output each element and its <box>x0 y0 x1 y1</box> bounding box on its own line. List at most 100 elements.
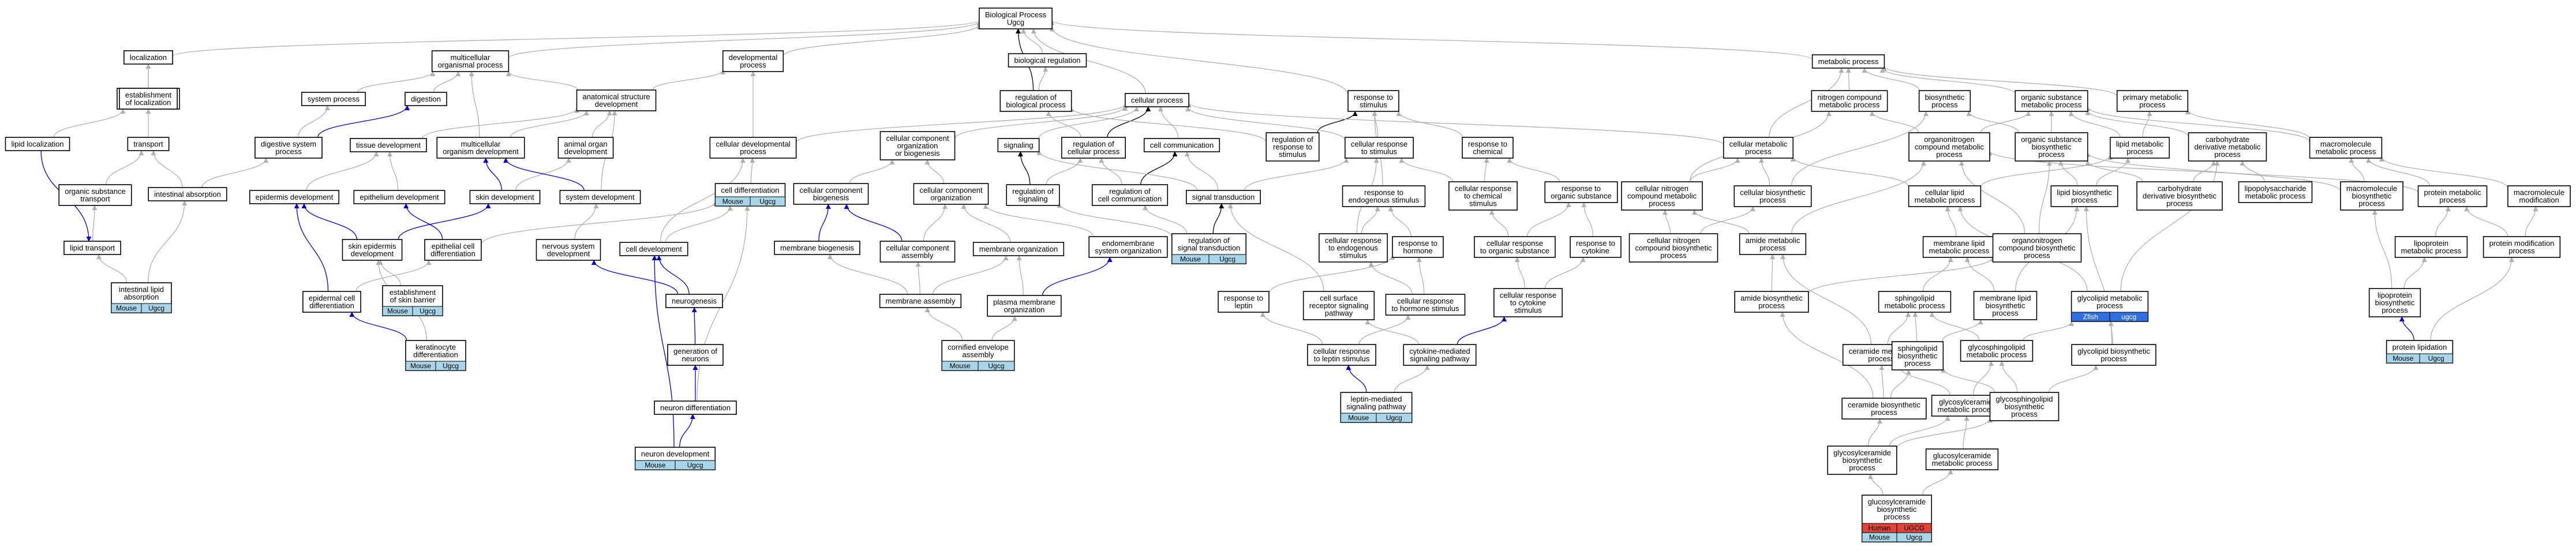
go-term-node[interactable]: cellular process <box>1125 93 1189 107</box>
go-term-node[interactable]: system process <box>301 92 366 106</box>
go-term-node[interactable]: neuron differentiation <box>654 400 737 415</box>
go-term-node[interactable]: membrane biogenesis <box>774 241 860 255</box>
go-term-node[interactable]: transport <box>127 137 170 151</box>
go-term-node[interactable]: signaling <box>997 138 1040 152</box>
go-term-node[interactable]: intestinal absorption <box>148 187 227 201</box>
go-term-node[interactable]: biological regulation <box>1008 53 1087 68</box>
annotation-tag-cell[interactable] <box>435 361 466 371</box>
go-term-node[interactable]: epithelium development <box>353 190 445 204</box>
go-term-node[interactable]: skin development <box>469 190 541 204</box>
go-term-node[interactable]: localization <box>123 50 173 65</box>
go-term-node[interactable]: lipid localization <box>5 137 70 151</box>
go-term-node[interactable]: signal transduction <box>1185 190 1261 204</box>
go-term-node[interactable]: epidermis development <box>249 190 340 204</box>
annotation-tag-cell[interactable] <box>750 196 785 207</box>
go-term-node[interactable]: membrane assembly <box>879 294 962 308</box>
go-term-node[interactable]: tissue development <box>350 138 427 152</box>
annotation-tag-cell[interactable] <box>141 303 172 313</box>
annotation-tag-cell[interactable] <box>2109 312 2148 322</box>
go-term-node[interactable]: cell communication <box>1143 138 1220 152</box>
annotation-tag-cell[interactable] <box>1208 254 1246 264</box>
go-term-node[interactable]: neurogenesis <box>665 294 723 308</box>
annotation-tag-cell[interactable] <box>1896 532 1932 542</box>
go-term-node[interactable]: metabolic process <box>1811 54 1885 69</box>
annotation-tag-cell[interactable] <box>412 306 443 316</box>
go-term-node[interactable]: cell development <box>619 242 688 256</box>
go-term-node[interactable]: system development <box>559 190 641 204</box>
annotation-tag-cell[interactable] <box>2419 353 2453 364</box>
annotation-tag-cell[interactable] <box>675 460 716 470</box>
